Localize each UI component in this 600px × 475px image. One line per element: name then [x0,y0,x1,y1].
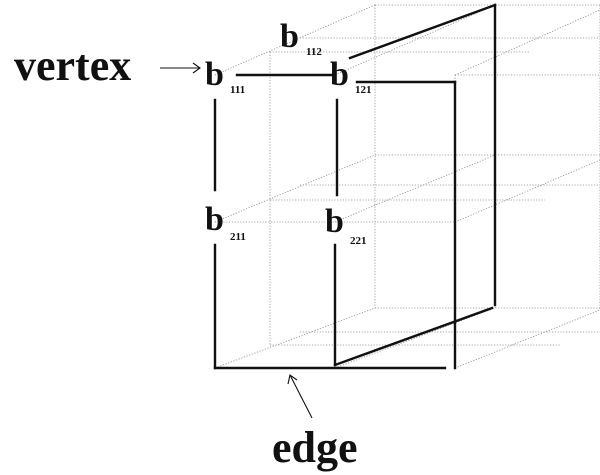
vertex-b211-index: 211 [230,231,246,243]
edge-label: edge [272,423,358,472]
vertex-b221-letter: b [325,203,344,240]
vertex-b121-index: 121 [355,84,372,96]
highlighted-edges [213,3,497,370]
vertex-b111: b 111 [205,56,245,96]
lattice-grid [214,4,600,369]
vertex-b221: b 221 [325,203,367,247]
vertex-b221-index: 221 [350,235,367,247]
vertex-b121-letter: b [330,56,349,93]
vertex-b111-index: 111 [230,84,245,96]
vertex-b112-letter: b [280,18,299,55]
vertex-b121: b 121 [330,56,372,96]
vertex-b211: b 211 [205,201,246,243]
vertex-arrow [160,62,201,74]
vertex-b112-index: 112 [306,46,322,58]
vertex-b211-letter: b [205,201,224,238]
vertex-b111-letter: b [205,56,224,93]
vertex-label: vertex [14,41,131,90]
edge-arrow [287,374,313,419]
vertex-b112: b 112 [280,18,322,58]
